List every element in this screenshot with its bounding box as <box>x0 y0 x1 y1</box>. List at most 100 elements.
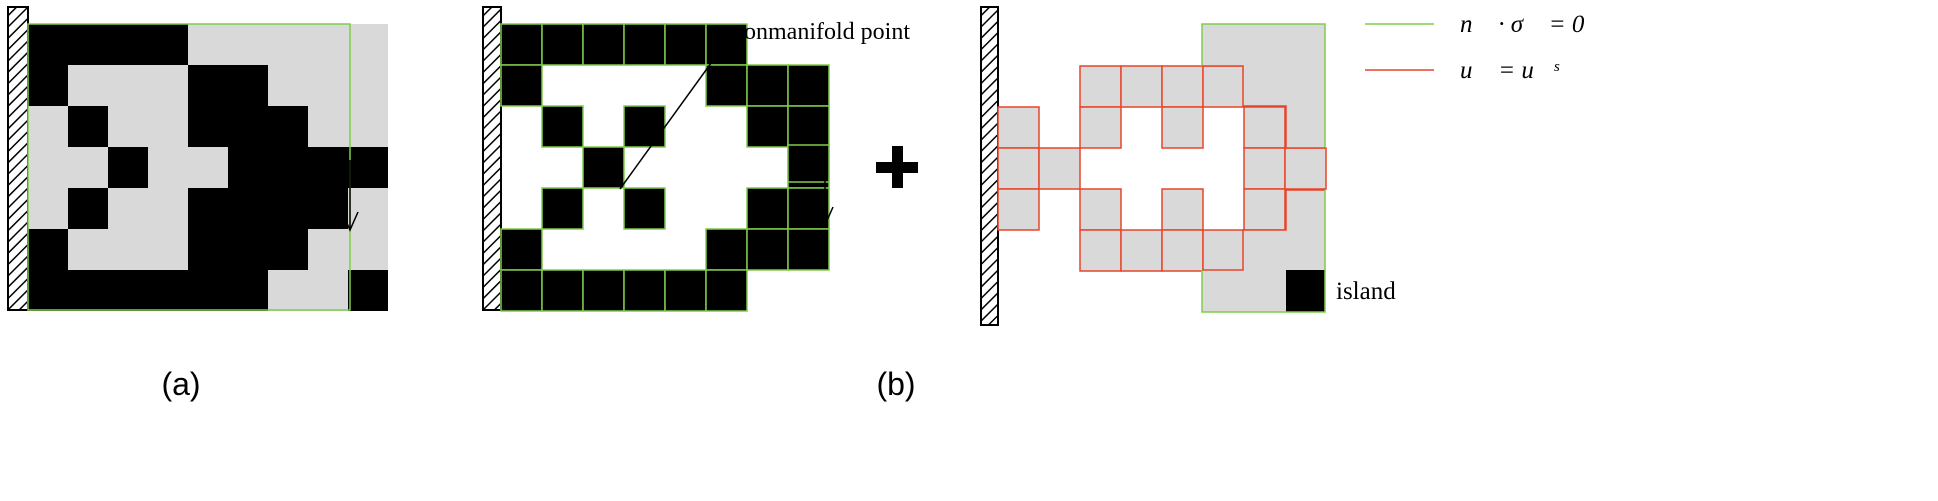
grid-b <box>500 23 830 312</box>
grid-a-cell <box>68 188 108 229</box>
grid-c-void-cell <box>1161 106 1204 149</box>
grid-a-cell <box>228 188 268 229</box>
grid-b-solid-cell <box>623 187 666 230</box>
grid-c-void-cell <box>997 147 1040 190</box>
grid-b-solid-cell <box>705 23 748 66</box>
grid-a-cell <box>188 270 228 311</box>
fixed-wall-a <box>7 6 29 311</box>
grid-a-cell <box>28 270 68 311</box>
grid-c-void-cell <box>997 188 1040 231</box>
grid-a-cell <box>308 65 348 106</box>
grid-b-solid-cell <box>582 269 625 312</box>
grid-b-solid-cell <box>541 105 584 148</box>
void-piece-bottom-free-edge <box>1201 190 1326 313</box>
grid-c-void-cell <box>1202 229 1245 272</box>
grid-a-cell <box>28 229 68 270</box>
grid-a-cell <box>228 229 268 270</box>
grid-b-solid-cell <box>541 23 584 66</box>
grid-b-solid-cell <box>623 105 666 148</box>
grid-b-solid-cell <box>787 187 830 230</box>
grid-a-cell <box>68 229 108 270</box>
grid-a-cell <box>348 106 388 147</box>
legend-fixed-label: u⃗ = u⃗ˢ <box>1460 57 1560 84</box>
grid-c-void-cell <box>1079 188 1122 231</box>
grid-b-solid-cell <box>746 64 789 107</box>
grid-a-cell <box>268 270 308 311</box>
grid-a-cell <box>348 24 388 65</box>
grid-a-cell <box>148 65 188 106</box>
grid-b-solid-cell <box>500 228 543 271</box>
void-piece-top-free-edge <box>1201 23 1326 148</box>
grid-c-void-cell <box>1243 147 1286 190</box>
grid-a-cell <box>108 106 148 147</box>
caption-a: (a) <box>161 366 200 402</box>
load-arrowhead-b <box>816 206 834 227</box>
fixed-wall-b <box>482 6 502 311</box>
grid-a-cell <box>268 147 308 188</box>
legend-free-label: n⃗ · σ⃗ = 0 <box>1460 11 1585 38</box>
grid-a-cell <box>108 65 148 106</box>
grid-a-cell <box>148 229 188 270</box>
grid-b-solid-cell <box>623 269 666 312</box>
grid-b-solid-cell <box>500 23 543 66</box>
grid-c-void-cell <box>1120 65 1163 108</box>
grid-c-void-cell <box>997 106 1040 149</box>
grid-a-cell <box>148 188 188 229</box>
nonmanifold-label: nonmanifold point <box>732 19 910 45</box>
grid-b-solid-cell <box>746 187 789 230</box>
grid-a-cell <box>228 147 268 188</box>
caption-b: (b) <box>876 366 915 402</box>
grid-c-void-cell <box>1243 106 1286 149</box>
grid-a-cell <box>188 147 228 188</box>
grid-b-solid-cell <box>541 187 584 230</box>
grid-a-cell <box>148 270 188 311</box>
grid-a-cell <box>108 147 148 188</box>
grid-a-cell <box>268 24 308 65</box>
nonmanifold-leader <box>619 40 728 190</box>
grid-c-void-cell <box>1161 65 1204 108</box>
grid-c-red-region <box>997 65 1327 272</box>
grid-c-void-cell <box>1120 229 1163 272</box>
grid-a-cell <box>68 24 108 65</box>
grid-b-solid-cell <box>787 64 830 107</box>
grid-a-cell <box>348 147 388 188</box>
grid-a-cell <box>308 106 348 147</box>
grid-b-solid-cell <box>623 23 666 66</box>
grid-a-cell <box>228 270 268 311</box>
grid-a-cell <box>28 188 68 229</box>
grid-a-cell <box>348 229 388 270</box>
grid-a-cell <box>188 106 228 147</box>
grid-a-cell <box>188 229 228 270</box>
grid-b-solid-cell <box>787 105 830 148</box>
grid-a-cell <box>28 65 68 106</box>
grid-b-solid-cell <box>787 228 830 271</box>
void-piece-top <box>1202 24 1325 148</box>
grid-a-cell <box>228 24 268 65</box>
grid-a-cell <box>108 188 148 229</box>
grid-a-cell <box>348 65 388 106</box>
grid-a-cell <box>148 24 188 65</box>
grid-b-solid-cell <box>746 228 789 271</box>
grid-a-cell <box>28 106 68 147</box>
grid-b-solid-cell <box>787 144 830 183</box>
grid-b-solid-cell <box>746 105 789 148</box>
grid-c-void-cell <box>1079 229 1122 272</box>
grid-c-void-cell <box>1079 106 1122 149</box>
grid-a-cell <box>348 188 388 229</box>
grid-a-cell <box>268 65 308 106</box>
fixed-wall-c <box>980 6 999 326</box>
grid-a-cell <box>148 106 188 147</box>
grid-a-cell <box>148 147 188 188</box>
grid-b-solid-cell <box>500 269 543 312</box>
grid-c-void-cell <box>1038 147 1081 190</box>
grid-c-void-cell <box>1202 65 1245 108</box>
grid-a-cell <box>268 229 308 270</box>
grid-b-solid-cell <box>705 228 748 271</box>
grid-c-void-cell <box>1284 147 1327 190</box>
grid-a-cell <box>68 65 108 106</box>
grid-a-cell <box>28 24 68 65</box>
panel-c: island <box>980 6 1396 326</box>
grid-a-cell <box>308 147 348 188</box>
panel-b: nonmanifold point <box>482 6 910 312</box>
grid-b-solid-cell <box>500 64 543 107</box>
